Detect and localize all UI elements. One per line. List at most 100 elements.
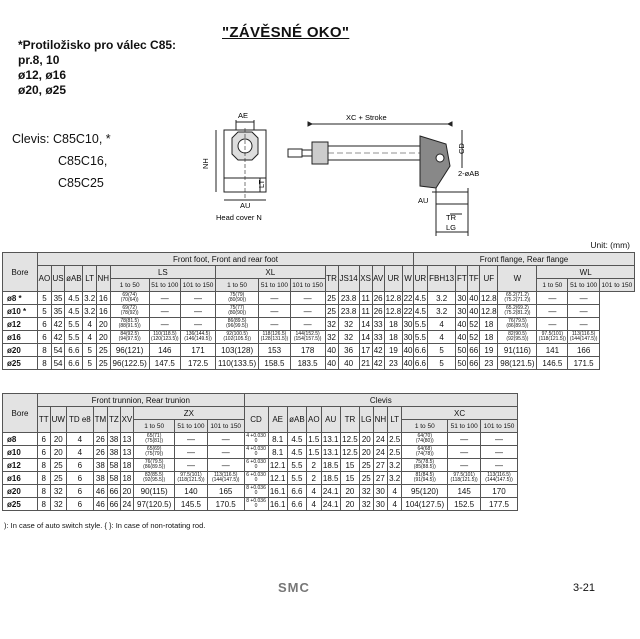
table-cell: 38 — [107, 445, 121, 459]
table-cell: 76(79.5)(86(89.5)) — [497, 317, 538, 331]
table-cell: 52 — [467, 330, 481, 344]
table-cell: 104(127.5) — [401, 497, 449, 511]
column-header: TD e8 — [66, 406, 94, 433]
column-header: LT — [82, 265, 97, 292]
table-cell: 40 — [324, 356, 339, 370]
table-cell: 6 — [37, 317, 52, 331]
table-cell: 97.5(101)(118(121.5)) — [536, 330, 569, 344]
table-cell: 21 — [358, 356, 373, 370]
table-cell: 40 — [337, 356, 360, 370]
table-cell: — — [148, 317, 182, 331]
table-cell: 6.6 — [413, 343, 428, 357]
table-cell: 26 — [371, 291, 385, 305]
table-cell: 66 — [467, 343, 481, 357]
table-cell: 4 — [82, 330, 97, 344]
table-cell: 4.5 — [286, 445, 307, 459]
table-cell: 3.2 — [387, 471, 403, 485]
table-cell: — — [148, 291, 182, 305]
bore-cell: ø10 * — [2, 304, 38, 318]
table-cell: 171.5 — [567, 356, 600, 370]
column-header: UR — [413, 265, 428, 292]
range-header: 101 to 150 — [206, 419, 245, 433]
table-cell: 4.5 — [413, 304, 428, 318]
table-cell: 18 — [383, 330, 404, 344]
table-cell: — — [567, 304, 600, 318]
table-cell: 23 — [479, 356, 499, 370]
smc-logo: SMC — [278, 580, 310, 595]
table-cell: 42 — [50, 317, 66, 331]
table-cell: 65(69)(75(79)) — [133, 445, 176, 459]
dim-label: AU — [240, 201, 250, 210]
table-cell: 11 — [358, 291, 373, 305]
bore-cell: ø10 — [2, 445, 38, 459]
table-cell: — — [567, 317, 600, 331]
table-cell: 25 — [324, 304, 339, 318]
table-cell: — — [174, 445, 208, 459]
table-cell: 5.5 — [286, 471, 307, 485]
table-cell: 20 — [359, 445, 374, 459]
table-cell: 4.5 — [64, 304, 84, 318]
table-cell: 54 — [50, 356, 66, 370]
table-cell: 5.5 — [413, 330, 428, 344]
table-cell: 2.5 — [387, 432, 403, 446]
group-header: Clevis — [243, 393, 519, 407]
table-cell: 81(84.5)(91(94.5)) — [401, 471, 449, 485]
cylinder-side-view — [287, 121, 469, 236]
table-cell: 4 — [426, 317, 457, 331]
table-cell: 5.5 — [286, 458, 307, 472]
table-cell: 27 — [372, 471, 389, 485]
table-cell: 40 — [467, 291, 481, 305]
table-cell: 113(116.5)(144(147.5)) — [479, 471, 519, 485]
table-cell: 5.5 — [64, 330, 84, 344]
table-cell: 24.1 — [320, 497, 341, 511]
table-cell: 5 — [82, 343, 97, 357]
head-cover-label: Head cover N — [216, 213, 262, 222]
table-cell: 2 — [305, 471, 322, 485]
range-header: 101 to 150 — [479, 419, 519, 433]
table-cell: 172.5 — [180, 356, 217, 370]
table-cell: — — [447, 432, 481, 446]
table-cell: 158.5 — [258, 356, 291, 370]
table-cell: 17 — [358, 343, 373, 357]
table-cell: 64(68)(74(78)) — [401, 445, 449, 459]
table-cell: 11 — [358, 304, 373, 318]
table-cell: — — [447, 458, 481, 472]
clevis-line: C85C25 — [58, 176, 104, 190]
table-cell: 147.5 — [148, 356, 182, 370]
table-cell: 32 — [324, 330, 339, 344]
table-cell: 19 — [479, 343, 499, 357]
table-cell: 183.5 — [289, 356, 326, 370]
table-cell: 20 — [95, 330, 111, 344]
table-cell: 15 — [339, 471, 361, 485]
table-cell: 145 — [447, 484, 481, 498]
table-cell: — — [174, 458, 208, 472]
table-cell: 170 — [479, 484, 519, 498]
table-cell: 69(74)(70(64)) — [109, 291, 150, 305]
table-cell: — — [180, 291, 217, 305]
table-cell: 110(118.5)(120(123.5)) — [148, 330, 182, 344]
table-cell: 5 — [426, 343, 457, 357]
bore-header: Bore — [2, 252, 38, 292]
column-header: JS14 — [337, 265, 360, 292]
column-header: CD — [243, 406, 269, 433]
range-header: 101 to 150 — [598, 278, 636, 292]
table-cell: 84(92.5)(94(97.5)) — [109, 330, 150, 344]
table-cell: 18 — [479, 317, 499, 331]
dim-label: AU — [418, 196, 428, 205]
table-cell: 42 — [371, 343, 385, 357]
table-cell: 38 — [92, 471, 109, 485]
table-cell: 18 — [383, 317, 404, 331]
table-cell: 12.8 — [383, 291, 404, 305]
column-header: TF — [467, 265, 481, 292]
dim-label: XC + Stroke — [346, 113, 387, 122]
table-cell: 12.8 — [479, 304, 499, 318]
dim-label: TR — [446, 213, 457, 222]
table-cell: — — [258, 317, 291, 331]
table-cell: 32 — [49, 497, 68, 511]
